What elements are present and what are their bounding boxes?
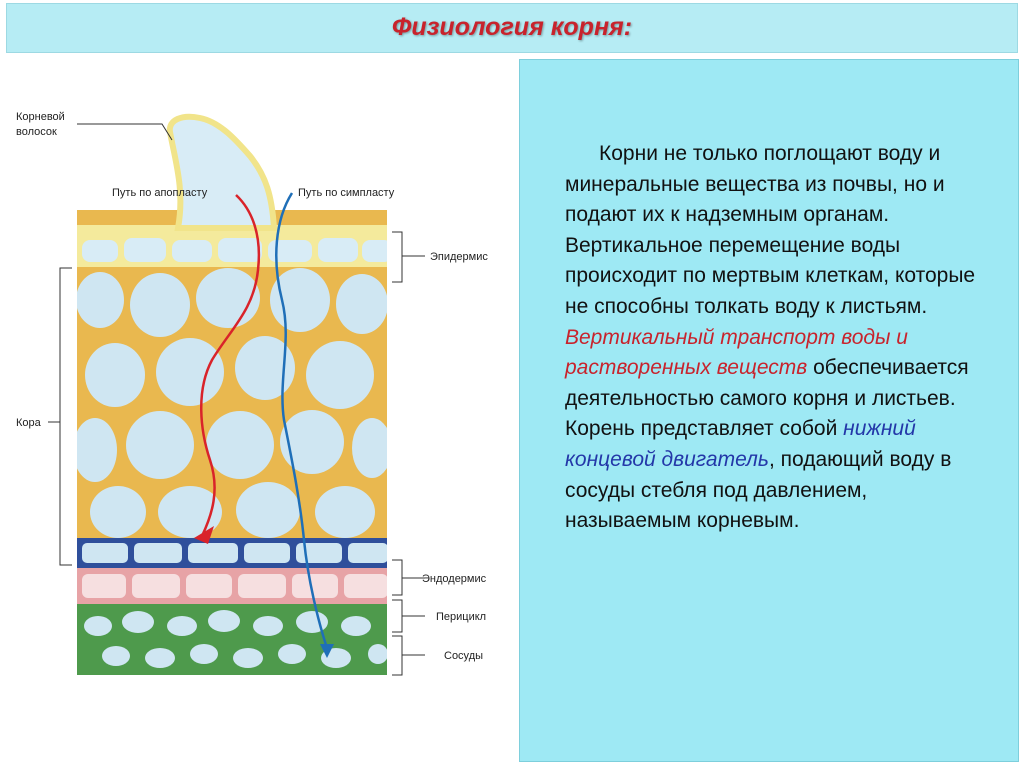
body-text-part3: , подающий воду в сосуды стебля под давл…: [565, 447, 952, 533]
body-text-part1: Корни не только поглощают воду и минерал…: [565, 142, 976, 318]
vessels-layer: [77, 604, 387, 675]
endodermis-layer: [77, 538, 387, 568]
slide-title: Физиология корня:: [391, 13, 633, 41]
label-epidermis: Эпидермис: [430, 251, 488, 263]
apoplast-path-arrow: [200, 194, 261, 537]
body-text: Корни не только поглощают воду и минерал…: [565, 139, 995, 537]
body-text-highlight-blue: нижний концевой двигатель: [565, 417, 916, 471]
label-cortex: Кора: [16, 417, 42, 429]
title-bar: Физиология корня:: [6, 3, 1018, 53]
label-pericycle: Перицикл: [436, 611, 486, 623]
symplast-path-arrow: [275, 192, 328, 646]
tissue-block: [77, 210, 387, 675]
label-root-hair-line2: волосок: [16, 126, 57, 138]
root-cross-section-diagram: Корневой волосок Путь по апопласту Путь …: [0, 60, 515, 760]
pericycle-layer: [77, 568, 387, 604]
label-symplast-path: Путь по симпласту: [298, 187, 395, 199]
label-endodermis: Эндодермис: [422, 573, 487, 585]
body-text-part2: обеспечивается деятельностью самого корн…: [565, 356, 969, 441]
text-panel: Корни не только поглощают воду и минерал…: [519, 59, 1019, 762]
symplast-arrowhead: [320, 644, 334, 658]
epidermis-layer: [77, 225, 387, 267]
apoplast-arrowhead: [194, 526, 214, 544]
root-hair: [166, 113, 278, 231]
label-apoplast-path: Путь по апопласту: [112, 187, 208, 199]
label-vessels: Сосуды: [444, 650, 483, 662]
body-text-highlight-red: Вертикальный транспорт воды и растворенн…: [565, 325, 908, 380]
cortex-cells: [77, 268, 387, 538]
label-root-hair-line1: Корневой: [16, 111, 65, 123]
